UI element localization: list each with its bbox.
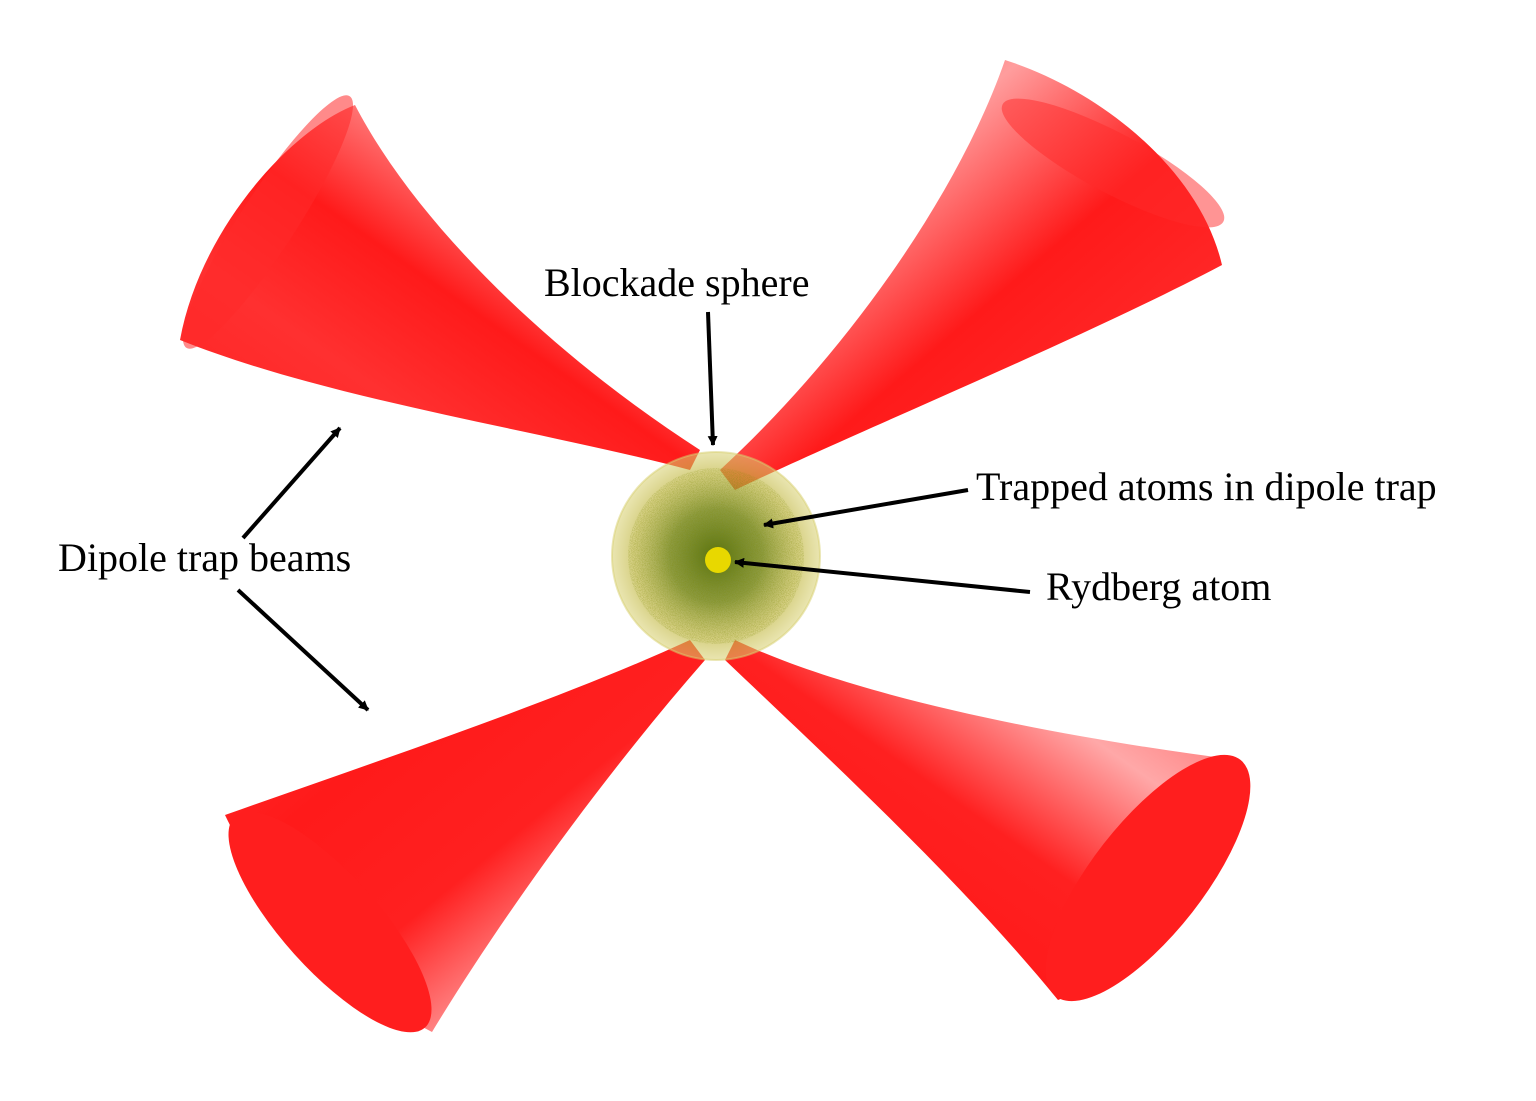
arrow-blockade-sphere — [706, 311, 718, 446]
annotation-arrows — [236, 311, 1031, 712]
dipole-beam-lower-right — [725, 640, 1251, 1002]
dipole-beam-lower-left — [225, 640, 705, 1033]
label-dipole-trap-beams: Dipole trap beams — [58, 535, 351, 580]
label-trapped-atoms: Trapped atoms in dipole trap — [976, 464, 1437, 509]
label-blockade-sphere: Blockade sphere — [544, 260, 809, 305]
label-rydberg-atom: Rydberg atom — [1046, 564, 1271, 609]
arrow-trapped-atoms — [763, 488, 969, 529]
dipole-beam-upper-right — [720, 60, 1225, 490]
arrow-rydberg-atom — [734, 557, 1031, 594]
dipole-beam-upper-left — [180, 95, 700, 470]
rydberg-atom — [705, 547, 731, 573]
arrow-dipole-beam-lower — [236, 588, 370, 712]
arrow-dipole-beam-upper — [241, 426, 342, 540]
